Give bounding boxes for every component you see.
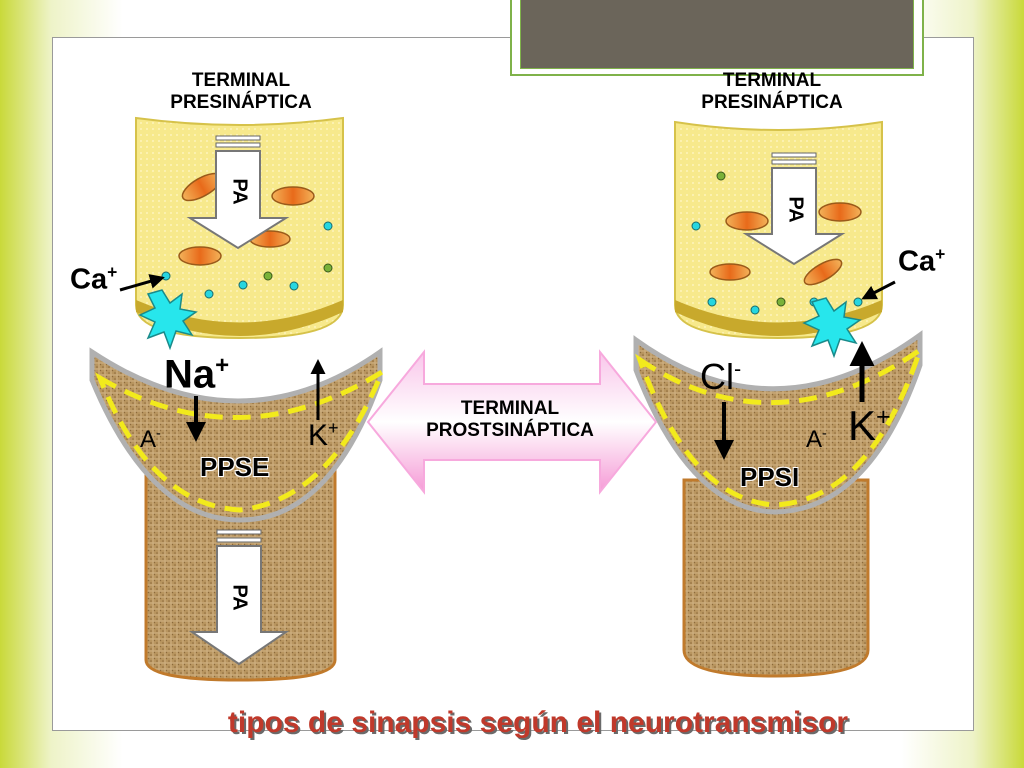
vesicle [818,202,862,222]
vesicle [709,263,751,281]
right-pa-top-label: PA [784,196,807,223]
label-line: TERMINAL [191,70,291,91]
right-synapse [633,120,925,678]
right-release-burst [802,297,862,359]
left-ca-ion-label: Ca+ [70,262,117,297]
right-presynaptic-label: TERMINAL PRESINÁPTICA [662,70,882,114]
ca-arrow [861,280,896,300]
molecule [853,297,863,307]
ion-charge: + [215,352,230,379]
ion-symbol: A [140,426,157,453]
left-pa-top-label: PA [228,178,251,205]
title-placeholder-fill [520,0,914,69]
right-ppsi-label: PPSI [740,462,800,492]
label-line: PRESINÁPTICA [170,91,312,113]
ion-charge: - [734,356,742,381]
ion-symbol: Ca [898,245,936,278]
molecule [263,271,273,281]
label-line: TERMINAL [722,70,822,91]
ion-charge: + [876,403,891,431]
ion-symbol: A [806,426,823,453]
right-dashed-boundary [635,343,925,508]
left-pa-bottom-arrow [188,529,290,666]
right-pa-top-arrow [742,152,846,266]
molecule [161,271,171,281]
molecule [323,263,333,273]
ion-symbol: K [848,402,877,449]
vesicle [178,246,222,266]
center-double-arrow [366,349,658,495]
label-line: PROSTSINÁPTICA [426,419,594,441]
ion-charge: + [328,418,339,438]
ion-symbol: Cl [700,356,734,397]
left-na-ion-label: Na+ [164,352,229,397]
left-ppse-label: PPSE [200,452,270,482]
right-k-ion-label: K+ [848,402,891,450]
molecule [691,221,701,231]
molecule [323,221,333,231]
molecule [289,281,299,291]
left-pa-top-arrow [186,135,290,250]
left-pa-bottom-label: PA [228,584,251,611]
ion-charge: + [935,244,946,264]
vesicle [803,258,843,286]
page-title: tipos de sinapsis según el neurotransmis… [227,706,849,739]
ion-symbol: Ca [70,263,108,296]
vesicle [725,211,769,231]
left-k-ion-label: K+ [308,418,339,453]
molecule [776,297,786,307]
molecule [204,289,214,299]
label-line: PRESINÁPTICA [701,91,843,113]
right-cl-ion-label: Cl- [700,356,741,398]
molecule [750,305,760,315]
ion-symbol: K [308,419,329,452]
ca-arrow [119,274,165,292]
left-release-burst [138,289,198,351]
ion-charge: + [107,262,118,282]
left-synapse [89,116,388,682]
ion-symbol: Na [164,352,216,397]
molecule [238,280,248,290]
ion-charge: - [156,426,161,442]
left-a-ion-label: A- [140,426,161,454]
right-a-ion-label: A- [806,426,827,454]
title-placeholder-box [510,0,924,76]
left-presynaptic-base [136,300,343,336]
ion-charge: - [822,426,827,442]
left-dashed-boundary [95,365,388,513]
right-postsynaptic-cup [633,330,923,515]
postsynaptic-label: TERMINAL PROSTSINÁPTICA [390,398,630,442]
right-postsynaptic-stem [682,478,870,678]
left-presynaptic-label: TERMINAL PRESINÁPTICA [131,70,351,114]
molecule [716,171,726,181]
molecule [707,297,717,307]
vesicle [271,186,315,206]
right-ca-ion-label: Ca+ [898,244,945,279]
label-line: TERMINAL [460,398,560,419]
